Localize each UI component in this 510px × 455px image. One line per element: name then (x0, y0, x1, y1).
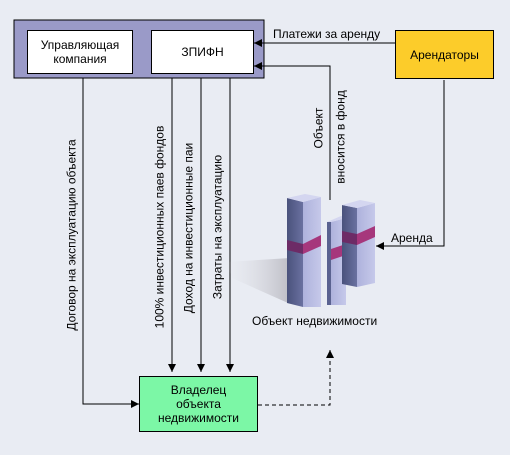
shares-100-label: 100% инвестиционных паев фондов (152, 125, 167, 329)
zpif-label: ЗПИФН (181, 45, 224, 59)
tenants-label: Арендаторы (410, 47, 479, 62)
arrow-operating-contract (82, 78, 139, 408)
operating-costs-label: Затраты на эксплуатацию (210, 154, 225, 300)
building-illustration (226, 194, 375, 307)
management-company-box[interactable]: Управляющая компания (27, 30, 133, 74)
object-label-line1: Объект (311, 107, 326, 149)
arrow-object-to-fund (254, 62, 331, 200)
object-label-line2: вносится в фонд (333, 90, 348, 184)
share-income-label: Доход на инвестиционные паи (181, 142, 196, 314)
zpif-box[interactable]: ЗПИФН (151, 30, 254, 74)
rent-payments-label: Платежи за аренду (273, 27, 381, 41)
management-company-label: Управляющая компания (40, 38, 120, 66)
owner-box[interactable]: Владелец объекта недвижимости (139, 376, 258, 432)
tenants-box[interactable]: Арендаторы (395, 30, 494, 79)
property-label: Объект недвижимости (252, 314, 378, 328)
operating-contract-label: Договор на эксплуатацию объекта (64, 139, 79, 331)
owner-label: Владелец объекта недвижимости (158, 383, 239, 425)
arrow-rent (376, 80, 445, 250)
arrow-owner-to-property (258, 350, 334, 406)
rent-label: Аренда (391, 231, 433, 245)
